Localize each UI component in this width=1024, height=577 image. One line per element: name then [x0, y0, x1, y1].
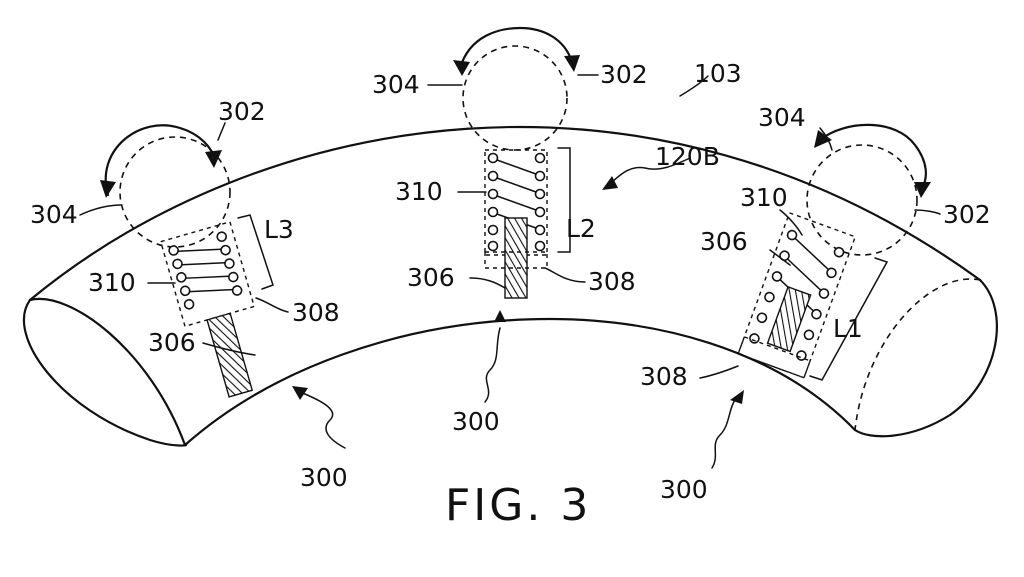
center-length-bracket — [557, 147, 571, 253]
label-302-left: 302 — [218, 97, 266, 126]
left-spring — [159, 220, 256, 398]
label-304-right: 304 — [758, 103, 806, 132]
label-L1: L1 — [833, 314, 863, 343]
label-306-right: 306 — [700, 227, 748, 256]
left-length-bracket — [237, 214, 274, 290]
label-300-center: 300 — [452, 407, 500, 436]
label-308-left: 308 — [292, 298, 340, 327]
figure-caption: FIG. 3 — [445, 480, 591, 531]
label-L2: L2 — [566, 214, 596, 243]
right-rotator-assembly — [737, 123, 931, 381]
label-310-right: 310 — [740, 183, 788, 212]
label-308-center: 308 — [588, 267, 636, 296]
right-length-bracket — [809, 257, 889, 381]
right-tube-opening — [853, 278, 998, 438]
right-rotator-ball — [806, 144, 918, 256]
label-302-center: 302 — [600, 60, 648, 89]
label-304-left: 304 — [30, 200, 78, 229]
leader-lines — [79, 74, 941, 469]
right-spring — [737, 211, 857, 379]
center-rotator-ball — [462, 45, 568, 151]
label-302-right: 302 — [943, 200, 991, 229]
label-310-center: 310 — [395, 177, 443, 206]
label-306-center: 306 — [407, 263, 455, 292]
left-rotator-ball — [119, 136, 231, 248]
label-L3: L3 — [264, 215, 294, 244]
label-300-left: 300 — [300, 463, 348, 492]
reference-labels: 304 302 103 302 304 L3 310 308 306 300 1… — [30, 59, 991, 504]
label-300-right: 300 — [660, 475, 708, 504]
label-310-left: 310 — [88, 268, 136, 297]
left-rotator-assembly — [100, 124, 274, 398]
center-rotation-arrow — [458, 26, 574, 70]
label-306-left: 306 — [148, 328, 196, 357]
label-103: 103 — [694, 59, 742, 88]
left-tube-opening — [22, 297, 188, 447]
curved-tube — [22, 125, 998, 447]
right-rotation-arrow — [818, 123, 927, 190]
center-rotator-assembly — [453, 26, 580, 299]
center-spring — [484, 149, 548, 299]
left-rotation-arrow — [104, 124, 216, 197]
label-120B: 120B — [655, 142, 720, 171]
label-308-right: 308 — [640, 362, 688, 391]
label-304-center: 304 — [372, 70, 420, 99]
